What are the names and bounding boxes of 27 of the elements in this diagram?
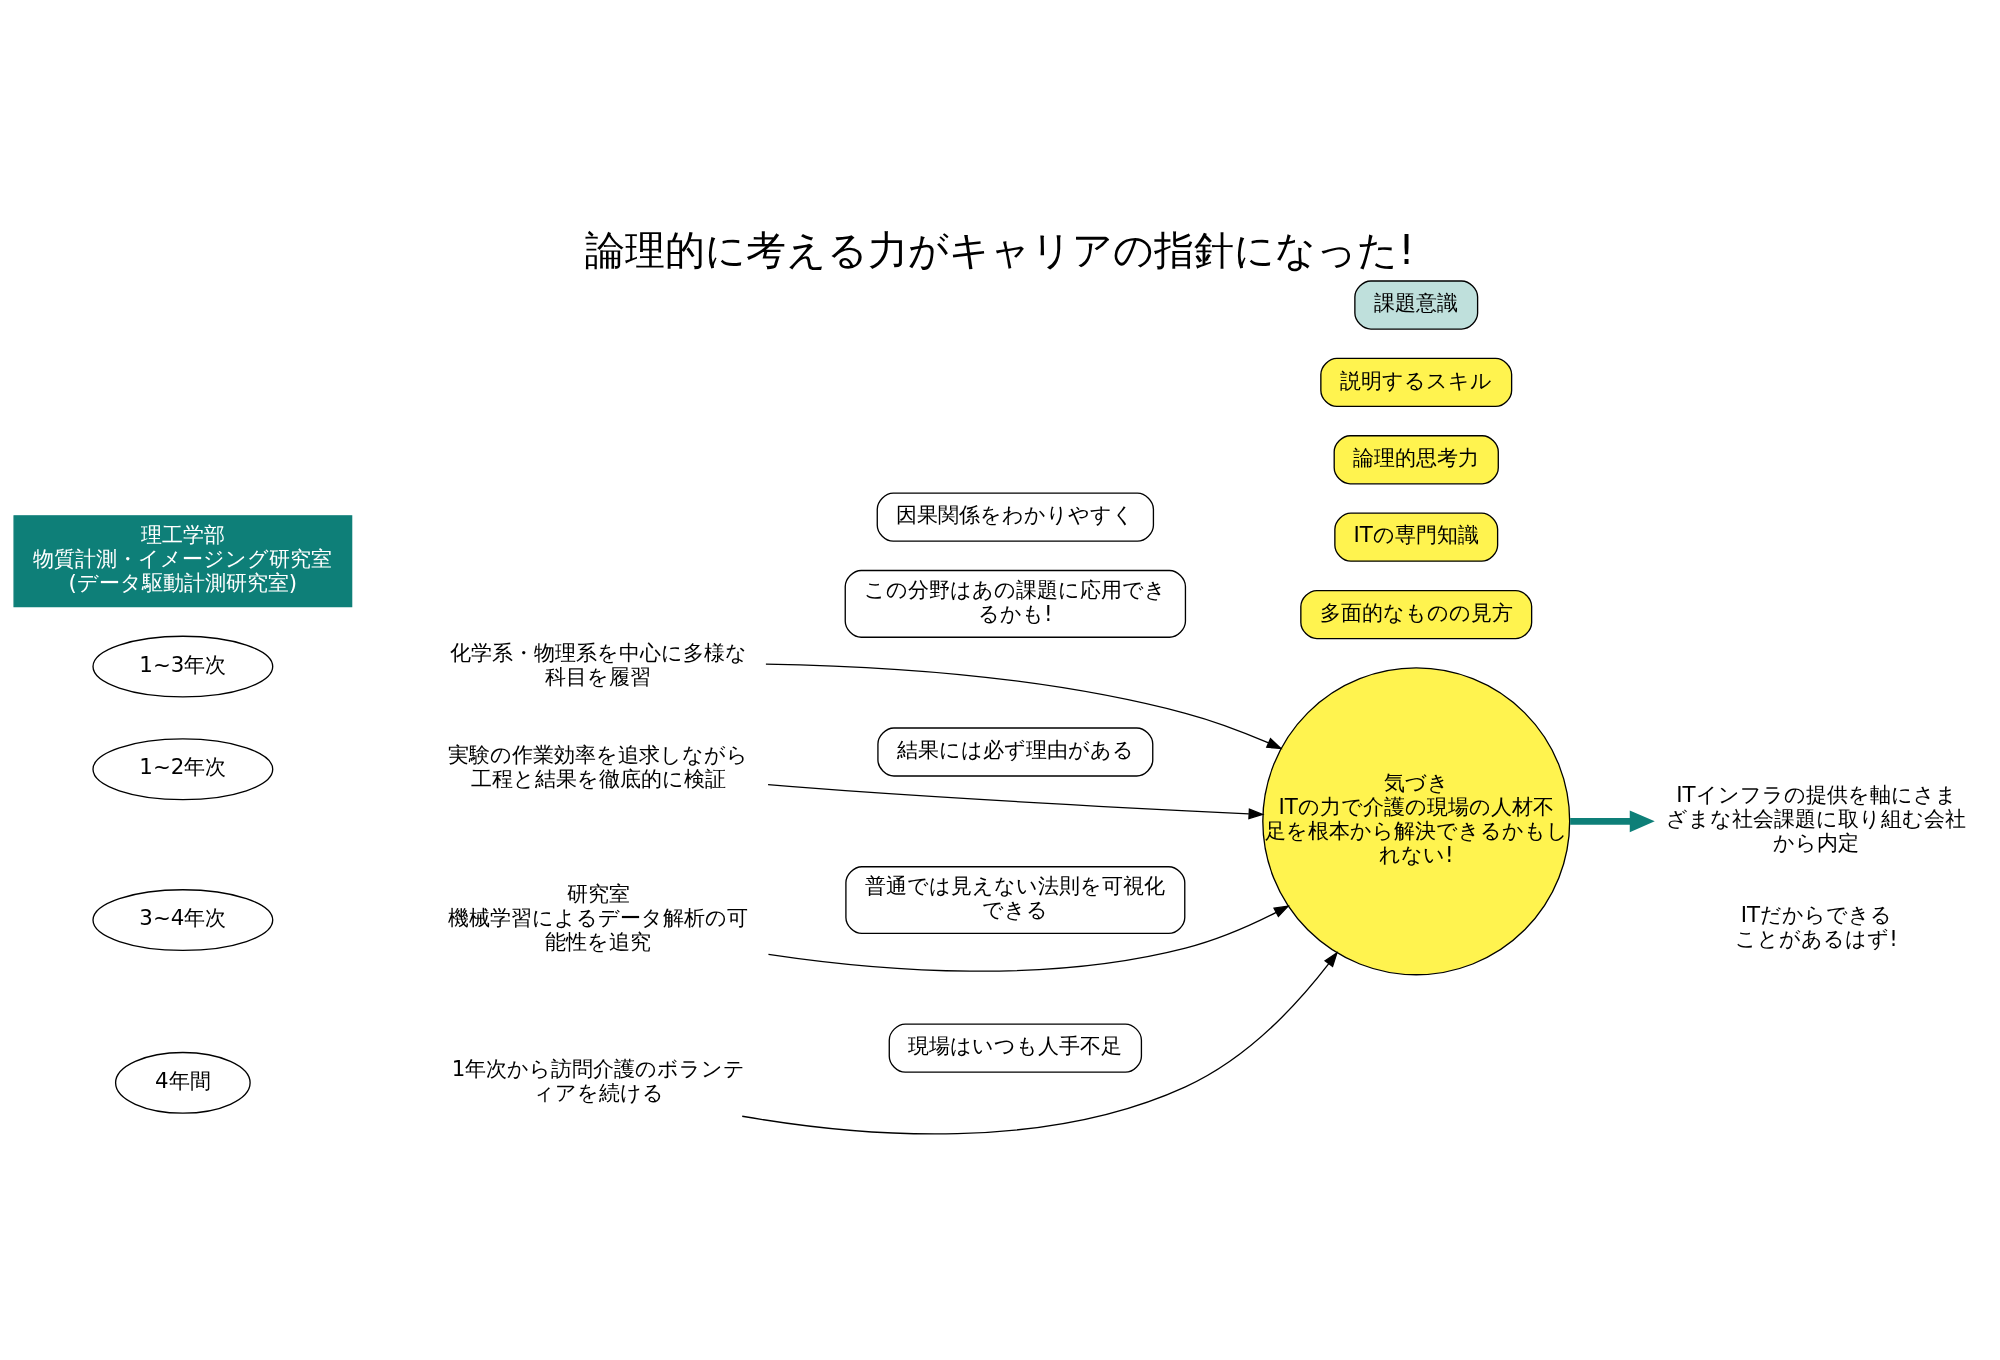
node-text: ITインフラの提供を軸にさまざまな社会課題に取り組む会社から内定 — [1666, 781, 1967, 855]
arrow — [741, 950, 1339, 1134]
arrow — [767, 904, 1290, 972]
node-box: 理工学部 物質計測・イメージング研究室 (データ駆動計測研究室) — [13, 514, 353, 607]
node-ellipse: 4年間 — [114, 1051, 251, 1114]
node-box: 課題意識 — [1354, 279, 1479, 330]
node-text: 研究室 機械学習によるデータ解析の可能性を追究 — [448, 880, 749, 954]
node-box: 普通では見えない法則を可視化できる — [845, 865, 1186, 934]
label: ITだからできることがあるはず! — [1735, 901, 1898, 951]
node-ellipse: 1~3年次 — [92, 635, 274, 698]
node-ellipse: 1~2年次 — [92, 737, 274, 800]
node-box: 因果関係をわかりやすく — [876, 492, 1155, 542]
node-box: 説明するスキル — [1320, 357, 1513, 407]
arrow — [1570, 809, 1655, 832]
arrow — [765, 662, 1283, 749]
arrow — [767, 783, 1265, 819]
node-box: 多面的なものの見方 — [1300, 589, 1533, 639]
node-text: 実験の作業効率を追求しながら工程と結果を徹底的に検証 — [448, 741, 749, 791]
node-box: 論理的思考力 — [1333, 434, 1499, 484]
node-box: この分野はあの課題に応用できるかも! — [844, 569, 1187, 638]
node-box: 結果には必ず理由がある — [877, 726, 1154, 777]
node-box: 現場はいつも人手不足 — [888, 1022, 1143, 1073]
node-box: ITの専門知識 — [1334, 512, 1499, 562]
node-ellipse: 3~4年次 — [92, 888, 274, 951]
node-text: 化学系・物理系を中心に多様な科目を履習 — [449, 639, 747, 689]
diagram-title: 論理的に考える力がキャリアの指針になった! — [585, 226, 1415, 273]
node-text: 1年次から訪問介護のボランティアを続ける — [451, 1055, 746, 1105]
